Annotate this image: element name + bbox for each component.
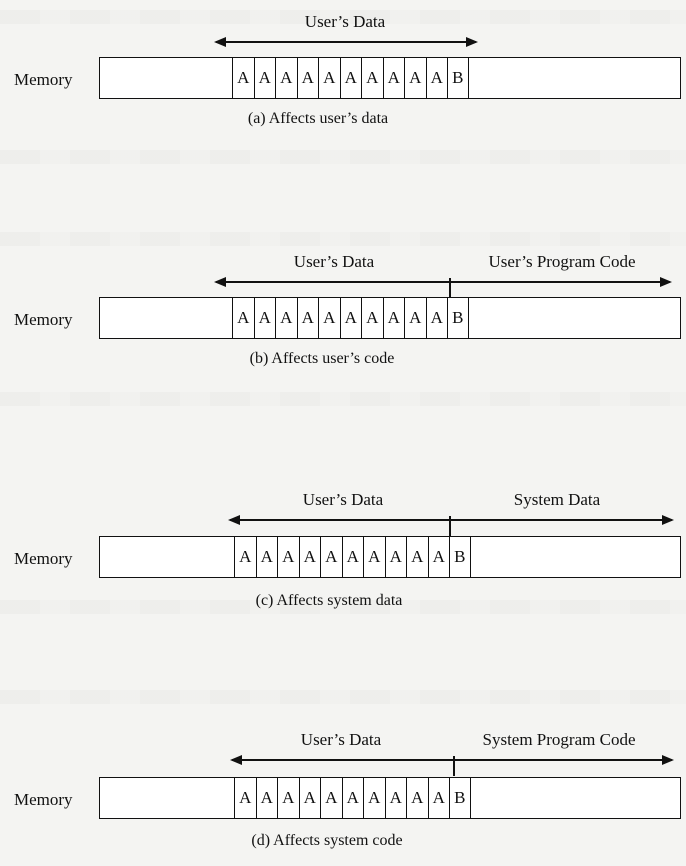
background-text-band <box>0 232 686 246</box>
memory-cell: A <box>298 778 321 818</box>
memory-cell: A <box>406 537 428 577</box>
memory-cell: A <box>255 537 278 577</box>
memory-cell: A <box>232 58 254 98</box>
memory-cell: A <box>253 298 276 338</box>
memory-cell: A <box>339 58 362 98</box>
memory-cell: A <box>425 58 448 98</box>
caption: (a) Affects user’s data <box>247 110 389 127</box>
memory-cell: A <box>253 58 276 98</box>
memory-cell: A <box>384 778 407 818</box>
memory-cell: A <box>277 537 299 577</box>
caption: (d) Affects system code <box>251 832 403 849</box>
memory-cell: A <box>427 537 450 577</box>
memory-label: Memory <box>14 549 73 568</box>
memory-cell: A <box>339 298 362 338</box>
arrows-b <box>214 277 672 297</box>
memory-cell: A <box>320 537 342 577</box>
background-text-band <box>0 690 686 704</box>
arrow-head-left <box>228 515 240 525</box>
left-header: User’s Data <box>302 490 384 509</box>
background-text-band <box>0 150 686 164</box>
memory-cell: A <box>361 58 383 98</box>
right-header: User’s Program Code <box>488 252 636 271</box>
memory-cell: A <box>234 537 256 577</box>
memory-cell: A <box>363 537 385 577</box>
arrow-head-right <box>466 37 478 47</box>
memory-cell: A <box>255 778 278 818</box>
left-header: User’s Data <box>300 730 382 749</box>
memory-label: Memory <box>14 310 73 329</box>
arrow-head-right <box>662 755 674 765</box>
memory-cell: A <box>427 778 450 818</box>
background-text-band <box>0 392 686 406</box>
memory-cell: A <box>341 778 364 818</box>
memory-cell: A <box>275 298 297 338</box>
caption: (c) Affects system data <box>255 592 403 609</box>
memory-cell: A <box>298 537 321 577</box>
arrows-c <box>228 515 674 536</box>
left-header: User’s Data <box>304 12 386 31</box>
memory-cell: A <box>341 537 364 577</box>
memory-cell: A <box>382 298 405 338</box>
caption: (b) Affects user’s code <box>249 350 395 367</box>
arrow-head-right <box>662 515 674 525</box>
arrow-head-right <box>660 277 672 287</box>
arrow-head-left <box>230 755 242 765</box>
left-header: User’s Data <box>293 252 375 271</box>
memory-cell: A <box>406 778 428 818</box>
memory-cell: A <box>382 58 405 98</box>
memory-cell: A <box>234 778 256 818</box>
memory-cell: A <box>363 778 385 818</box>
right-header: System Program Code <box>482 730 636 749</box>
memory-cell: A <box>232 298 254 338</box>
memory-label: Memory <box>14 70 73 89</box>
memory-cell: A <box>361 298 383 338</box>
memory-cell: A <box>404 58 426 98</box>
memory-cell: A <box>404 298 426 338</box>
right-header: System Data <box>513 490 601 509</box>
memory-cell: B <box>449 778 471 818</box>
background-text-band <box>0 600 686 614</box>
memory-label: Memory <box>14 790 73 809</box>
arrows-a <box>214 37 478 47</box>
memory-cell: A <box>296 58 319 98</box>
memory-cell: B <box>447 58 469 98</box>
arrow-head-left <box>214 37 226 47</box>
memory-cell: A <box>318 58 340 98</box>
memory-cell: A <box>275 58 297 98</box>
memory-cell: B <box>447 298 469 338</box>
memory-cell: A <box>320 778 342 818</box>
memory-cell: B <box>449 537 471 577</box>
background-text-band <box>0 10 686 24</box>
memory-cell: A <box>384 537 407 577</box>
arrow-head-left <box>214 277 226 287</box>
memory-cell: A <box>318 298 340 338</box>
memory-cell: A <box>277 778 299 818</box>
memory-cell: A <box>425 298 448 338</box>
memory-cell: A <box>296 298 319 338</box>
